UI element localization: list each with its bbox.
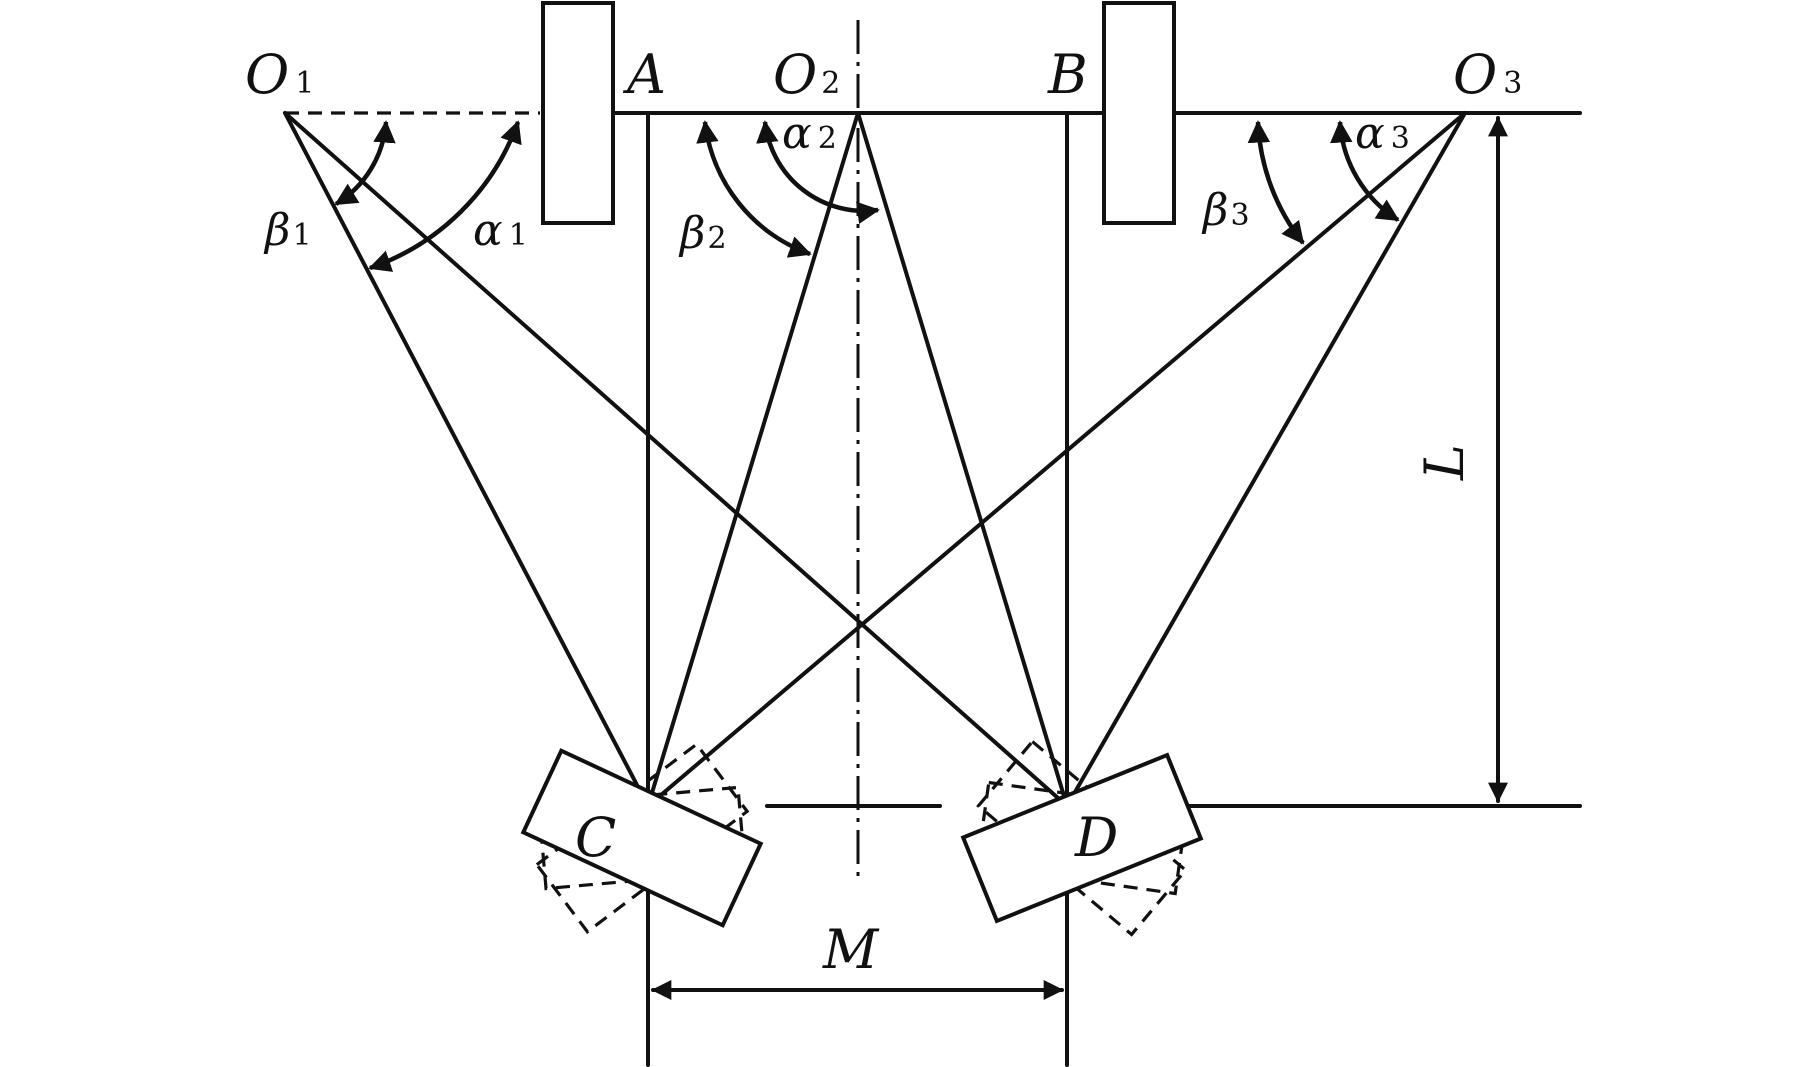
arc-beta2 <box>696 120 812 258</box>
ray-o3-d <box>1065 111 1467 808</box>
label-b: B <box>1047 43 1088 106</box>
arc-alpha1 <box>368 120 522 272</box>
arc-beta3 <box>1247 120 1305 245</box>
arc-alpha3 <box>1330 120 1400 222</box>
label-beta3: β3 <box>1201 185 1250 236</box>
top-block-right <box>1102 1 1176 225</box>
ray-o2-c <box>646 111 860 808</box>
ray-o3-c <box>646 111 1467 808</box>
top-block-left <box>541 1 615 225</box>
ray-o1-c <box>283 111 650 808</box>
label-beta1: β1 <box>263 205 312 256</box>
label-d: D <box>1074 806 1118 869</box>
label-beta2: β2 <box>678 208 727 259</box>
object-c <box>520 742 764 934</box>
label-c: C <box>575 806 616 869</box>
object-d <box>960 739 1204 937</box>
ray-o1-d <box>283 111 1069 808</box>
ray-o2-d <box>856 111 1069 808</box>
label-m: M <box>822 918 880 981</box>
label-l: L <box>1413 444 1476 481</box>
label-a: A <box>622 43 666 106</box>
